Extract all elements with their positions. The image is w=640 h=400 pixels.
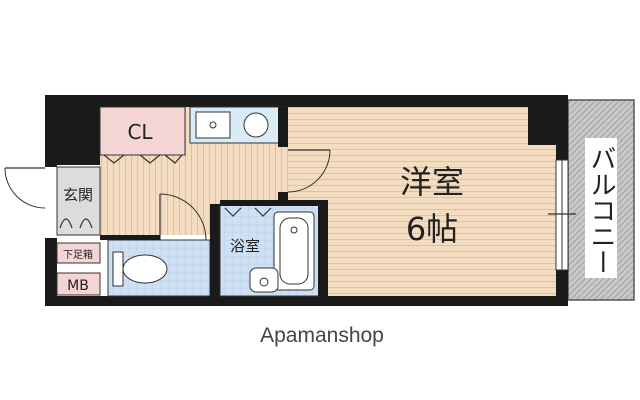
balcony-label: バルコニー xyxy=(586,145,616,275)
toilet-bowl-icon xyxy=(122,254,168,284)
toilet-door-swing xyxy=(159,193,207,241)
outer-wall-top xyxy=(45,95,565,107)
watermark-text: Apamanshop xyxy=(260,324,384,347)
sink-drain-icon xyxy=(209,121,217,129)
balcony-label-bg xyxy=(585,138,617,278)
meter-box xyxy=(56,272,101,296)
column-top-left xyxy=(45,95,100,165)
meter-box-label: MB xyxy=(67,278,89,294)
closet-door-marks xyxy=(103,154,183,164)
entrance-floor xyxy=(56,166,101,236)
front-door-swing xyxy=(4,167,46,209)
entrance-step-marks xyxy=(59,218,93,229)
toilet-wall-top-left xyxy=(100,235,160,240)
toilet-wall-right xyxy=(210,204,220,296)
closet-area xyxy=(99,106,186,156)
bathroom-door-marks xyxy=(224,207,272,217)
western-room-name: 洋室 xyxy=(400,163,464,201)
washbasin-drain-icon xyxy=(259,277,269,287)
bathtub-drain-icon xyxy=(290,226,298,234)
shoe-box xyxy=(56,242,101,264)
washbasin-icon xyxy=(249,267,279,293)
entrance-label: 玄関 xyxy=(63,186,93,204)
bathroom-wall-top xyxy=(220,200,320,206)
western-room-size: 6帖 xyxy=(406,210,458,248)
bathroom-wall-right xyxy=(318,200,328,296)
toilet-tank-icon xyxy=(112,251,124,287)
western-room-floor-right xyxy=(528,145,556,296)
column-top-right xyxy=(528,95,568,145)
stove-burner-icon xyxy=(243,112,269,138)
outer-wall-left-lower xyxy=(45,238,57,306)
outer-wall-bottom xyxy=(45,296,565,306)
bathroom-label: 浴室 xyxy=(230,237,260,255)
western-room-door-swing xyxy=(287,149,331,193)
bathtub-inner-icon xyxy=(279,217,309,285)
partition-wall-kitchen-upper xyxy=(278,107,288,147)
shoe-box-label: 下足箱 xyxy=(63,248,93,261)
closet-label: CL xyxy=(127,120,153,144)
kitchen-sink-icon xyxy=(195,111,231,139)
partition-wall-kitchen-lower xyxy=(278,192,288,204)
